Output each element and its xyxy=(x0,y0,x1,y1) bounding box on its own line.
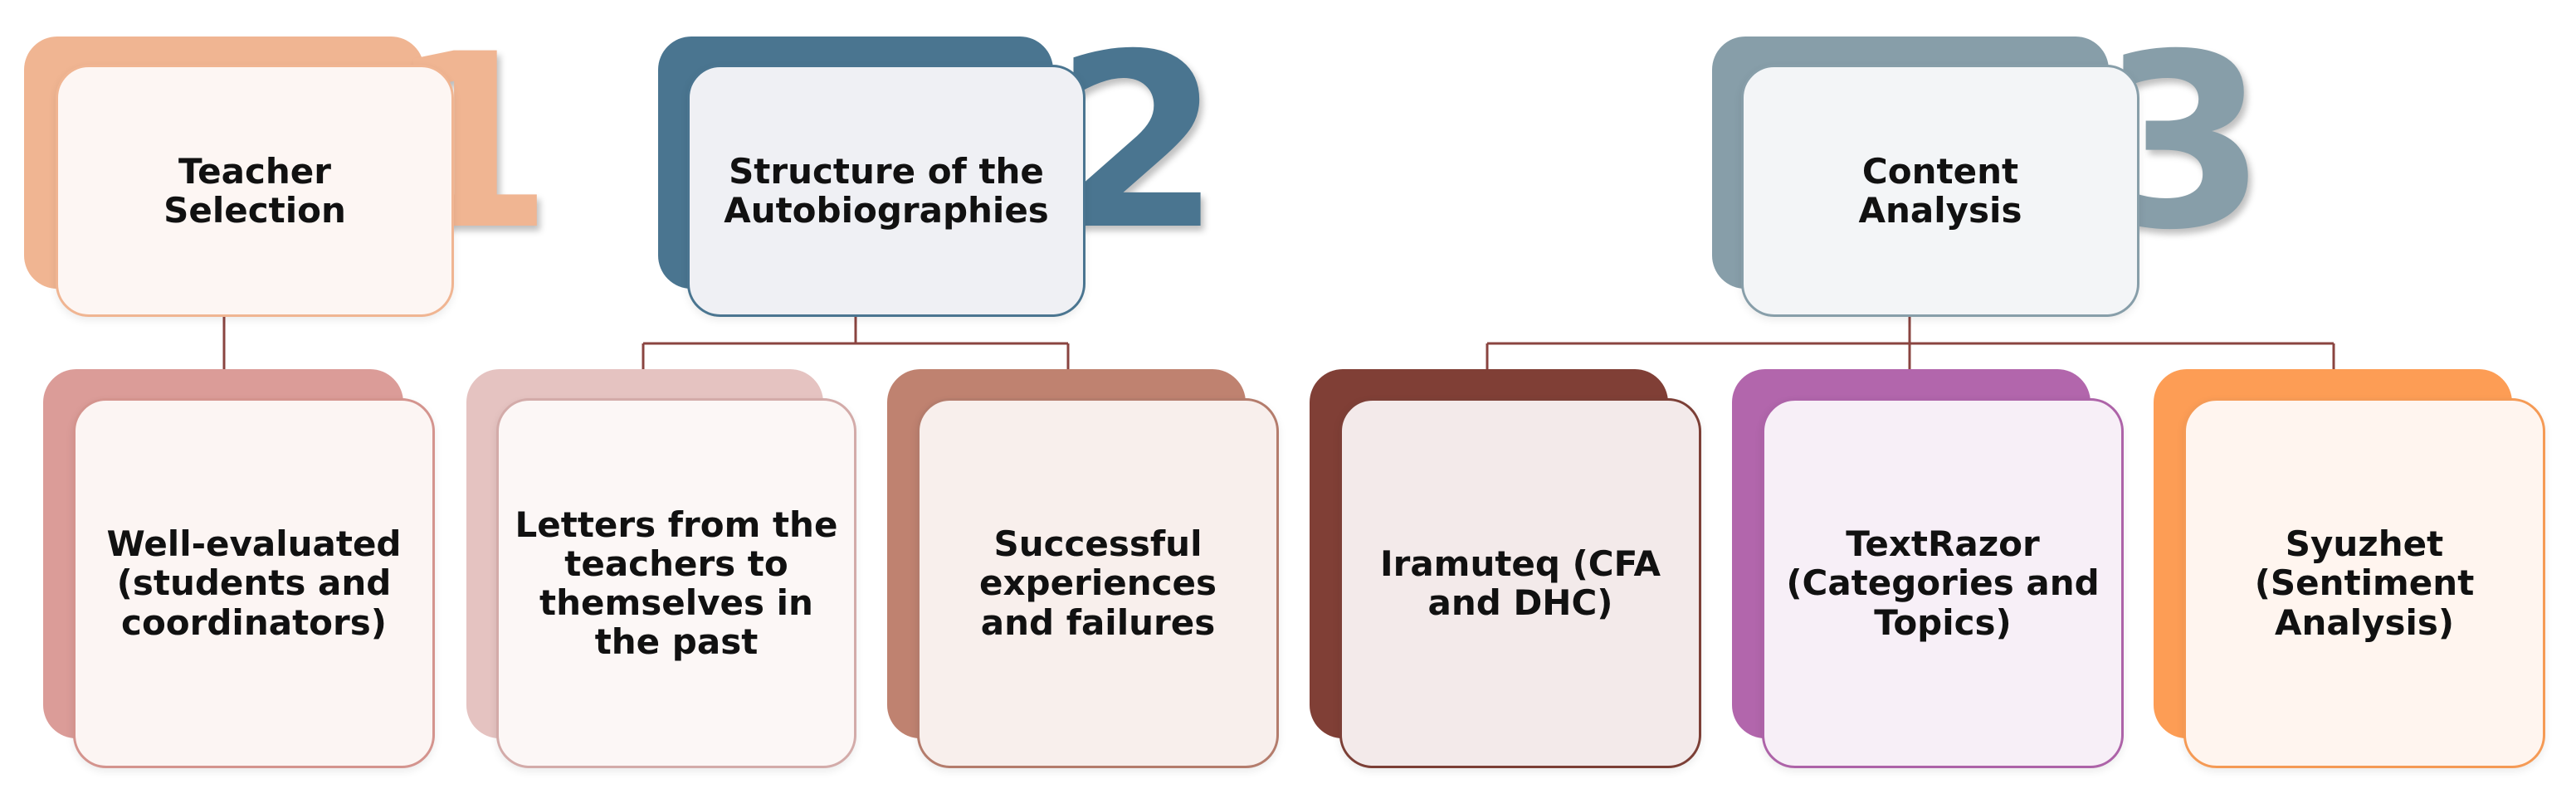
leaf-3-3-label: Syuzhet (Sentiment Analysis) xyxy=(2254,523,2475,643)
leaf-3-1-label: Iramuteq (CFA and DHC) xyxy=(1380,543,1661,623)
leaf-2-2: Successful experiences and failures xyxy=(917,398,1279,768)
leaf-3-2-label: TextRazor (Categories and Topics) xyxy=(1786,523,2100,643)
group-3-header: Content Analysis xyxy=(1741,65,2139,317)
leaf-1-1-label: Well-evaluated (students and coordinator… xyxy=(106,523,402,643)
leaf-3-1: Iramuteq (CFA and DHC) xyxy=(1339,398,1701,768)
group-2-header: Structure of the Autobiographies xyxy=(687,65,1086,317)
leaf-2-1-label: Letters from the teachers to themselves … xyxy=(515,504,838,663)
group-3-title: Content Analysis xyxy=(1858,150,2022,231)
group-2-title: Structure of the Autobiographies xyxy=(724,150,1049,231)
leaf-3-3: Syuzhet (Sentiment Analysis) xyxy=(2183,398,2545,768)
group-1-title: Teacher Selection xyxy=(163,150,346,231)
leaf-3-2: TextRazor (Categories and Topics) xyxy=(1762,398,2124,768)
leaf-1-1: Well-evaluated (students and coordinator… xyxy=(73,398,435,768)
leaf-2-2-label: Successful experiences and failures xyxy=(978,523,1217,643)
leaf-2-1: Letters from the teachers to themselves … xyxy=(496,398,856,768)
group-1-header: Teacher Selection xyxy=(56,65,454,317)
